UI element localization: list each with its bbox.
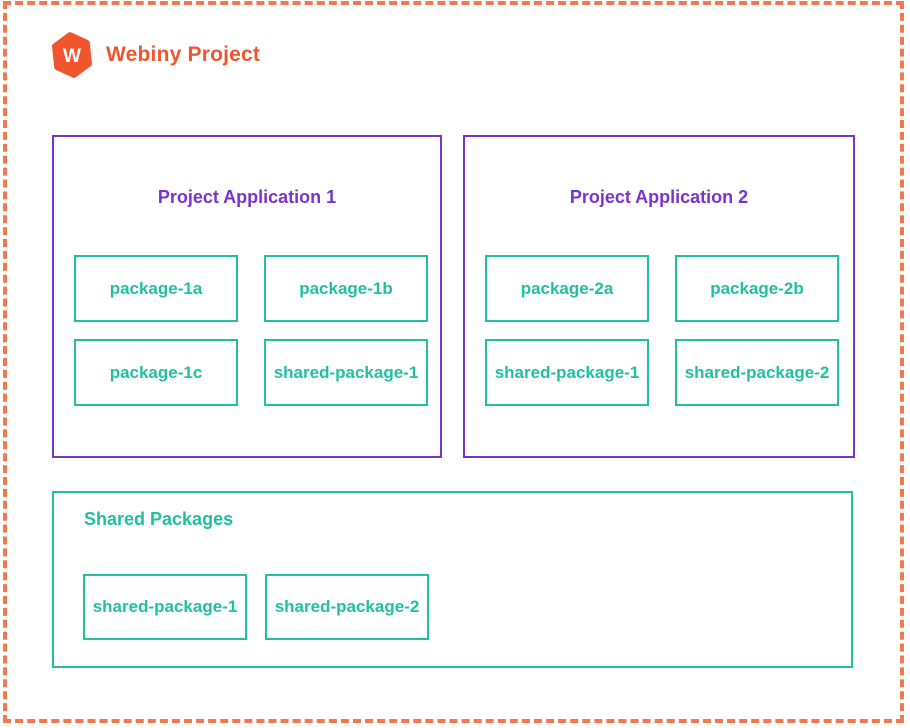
project-header: W Webiny Project (51, 32, 260, 78)
shared-packages-title: Shared Packages (84, 509, 234, 529)
package-label: package-1a (109, 278, 203, 298)
package-box: package-1c (74, 339, 238, 406)
package-label: package-2a (520, 278, 614, 298)
package-box: shared-package-2 (675, 339, 839, 406)
package-box: shared-package-1 (264, 339, 428, 406)
shared-packages-box: Shared Packages shared-package-1 shared-… (52, 491, 853, 668)
package-label: shared-package-2 (684, 362, 830, 382)
application-box-2: Project Application 2 package-2a package… (463, 135, 855, 458)
package-label: package-1b (299, 278, 393, 298)
package-box: shared-package-1 (485, 339, 649, 406)
package-box: package-1a (74, 255, 238, 322)
project-dashed-border (3, 1, 904, 723)
package-label: package-1c (109, 362, 203, 382)
package-box: package-2b (675, 255, 839, 322)
logo-letter: W (63, 46, 81, 67)
application-1-title: Project Application 1 (157, 187, 337, 207)
application-box-1: Project Application 1 package-1a package… (52, 135, 442, 458)
package-label: shared-package-1 (92, 597, 238, 616)
project-title: Webiny Project (106, 43, 261, 66)
package-box: shared-package-2 (265, 574, 429, 640)
package-box: package-2a (485, 255, 649, 322)
webiny-logo-icon: W (51, 32, 93, 78)
package-label: shared-package-1 (273, 362, 419, 382)
package-label: package-2b (710, 278, 804, 298)
package-label: shared-package-2 (274, 597, 420, 616)
package-label: shared-package-1 (494, 362, 640, 382)
package-box: package-1b (264, 255, 428, 322)
application-2-title: Project Application 2 (569, 187, 749, 207)
package-box: shared-package-1 (83, 574, 247, 640)
